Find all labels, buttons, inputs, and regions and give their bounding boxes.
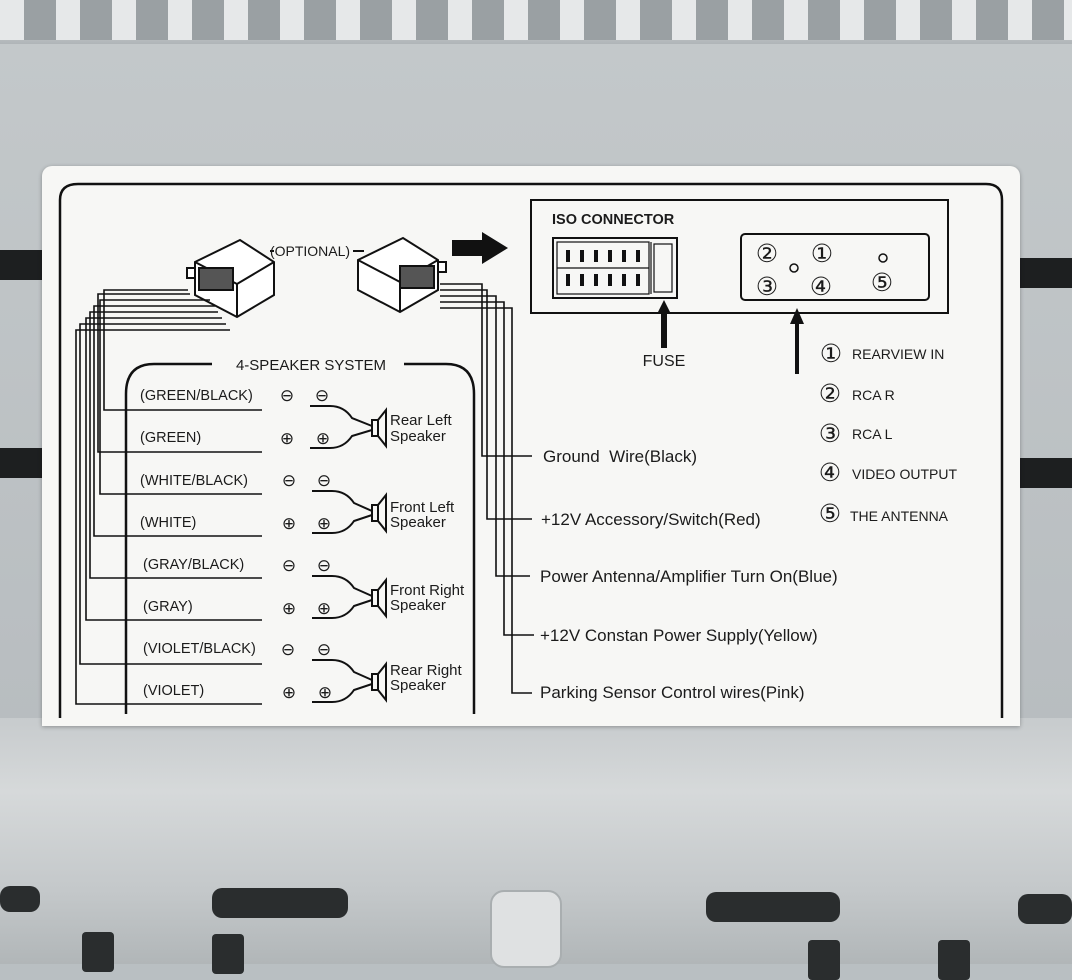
speaker-label: Speaker (390, 677, 446, 694)
chassis-bottom (0, 718, 1072, 980)
release-tab (490, 890, 562, 968)
positive-icon: ⊕ (282, 514, 296, 533)
wire-label: (GREEN/BLACK) (140, 388, 253, 404)
negative-icon: ⊖ (317, 640, 331, 659)
power-harness-wires (440, 283, 534, 694)
speaker-icon (371, 577, 387, 619)
rca-legend: ① REARVIEW IN ② RCA R ③ RCA L ④ VIDEO OU… (819, 340, 958, 528)
wire-label: (VIOLET/BLACK) (143, 641, 256, 657)
vent-slot (1020, 258, 1072, 288)
negative-icon: ⊖ (315, 386, 329, 405)
positive-icon: ⊕ (317, 599, 331, 618)
arrow-up-icon (657, 300, 671, 348)
rca-number: ① (811, 240, 833, 268)
iso-connector-label: ISO CONNECTOR (552, 212, 675, 228)
mount-hole (706, 892, 840, 922)
arrow-up-icon (790, 308, 804, 374)
positive-icon: ⊕ (316, 429, 330, 448)
speaker-harness-wires (75, 289, 262, 705)
speaker-icon (371, 492, 387, 534)
legend-label: RCA L (852, 426, 893, 442)
optional-label: (OPTIONAL) (270, 243, 350, 259)
legend-number: ④ (819, 459, 841, 487)
vent-slot (0, 250, 44, 280)
wire-label: (WHITE) (140, 515, 196, 531)
mount-hole (938, 940, 970, 980)
iso-pins (566, 250, 640, 286)
speaker-labels: Rear Left Speaker Front Left Speaker Fro… (390, 412, 465, 694)
power-wire-label: Power Antenna/Amplifier Turn On(Blue) (540, 567, 838, 586)
rca-number: ② (756, 240, 778, 268)
speaker-label: Front Left (390, 499, 455, 516)
rca-jack (878, 253, 888, 263)
optional-connector-left (186, 238, 275, 319)
rca-number: ④ (810, 273, 832, 301)
legend-label: REARVIEW IN (852, 346, 944, 362)
speaker-system-title: 4-SPEAKER SYSTEM (236, 357, 386, 374)
legend-number: ② (819, 380, 841, 408)
rca-number: ③ (756, 273, 778, 301)
speaker-label: Speaker (390, 514, 446, 531)
negative-icon: ⊖ (317, 556, 331, 575)
wire-label: (WHITE/BLACK) (140, 473, 248, 489)
negative-icon: ⊖ (317, 471, 331, 490)
legend-number: ③ (819, 420, 841, 448)
mount-hole (808, 940, 840, 980)
speaker-label: Rear Left (390, 412, 453, 429)
wiring-diagram: (OPTIONAL) 4-SPEAKER SYSTEM (GREEN/BLACK… (58, 182, 1004, 718)
legend-label: RCA R (852, 387, 895, 403)
heatsink-fins (0, 0, 1072, 40)
negative-icon: ⊖ (280, 386, 294, 405)
speaker-system-box (124, 362, 476, 714)
power-wire-labels: Ground Wire(Black) +12V Accessory/Switch… (540, 447, 838, 702)
optional-connector-right (357, 236, 447, 314)
positive-icon: ⊕ (317, 514, 331, 533)
positive-icon: ⊕ (318, 683, 332, 702)
wire-color-labels: (GREEN/BLACK) (GREEN) (WHITE/BLACK) (WHI… (140, 388, 256, 699)
rca-numbers: ② ① ③ ④ ⑤ (756, 240, 893, 301)
vent-slot (0, 448, 44, 478)
speaker-icons (310, 405, 387, 703)
positive-icon: ⊕ (282, 683, 296, 702)
power-wire-label: Ground Wire(Black) (543, 447, 697, 466)
positive-icon: ⊕ (282, 599, 296, 618)
speaker-label: Front Right (390, 582, 465, 599)
polarity-symbols: ⊖ ⊖ ⊕ ⊕ ⊖ ⊖ ⊕ ⊕ ⊖ ⊖ ⊕ ⊕ ⊖ ⊖ ⊕ ⊕ (280, 386, 332, 702)
negative-icon: ⊖ (282, 556, 296, 575)
wire-label: (VIOLET) (143, 683, 204, 699)
speaker-label: Rear Right (390, 662, 463, 679)
iso-connector-box (530, 199, 949, 314)
frame (58, 182, 1004, 718)
legend-label: VIDEO OUTPUT (852, 466, 957, 482)
wire-label: (GRAY) (143, 599, 193, 615)
speaker-icon (371, 661, 387, 703)
rca-jack (789, 263, 799, 273)
power-wire-label: Parking Sensor Control wires(Pink) (540, 683, 805, 702)
negative-icon: ⊖ (282, 471, 296, 490)
positive-icon: ⊕ (280, 429, 294, 448)
mount-hole (212, 888, 348, 918)
mount-hole (0, 886, 40, 912)
mount-hole (82, 932, 114, 972)
rca-number: ⑤ (871, 269, 893, 297)
iso-connector-plug (552, 237, 678, 299)
speaker-icon (371, 407, 387, 449)
negative-icon: ⊖ (281, 640, 295, 659)
arrow-right-icon (452, 232, 508, 264)
power-wire-label: +12V Accessory/Switch(Red) (541, 510, 761, 529)
legend-number: ① (820, 340, 842, 368)
wire-label: (GREEN) (140, 430, 201, 446)
mount-hole (1018, 894, 1072, 924)
legend-label: THE ANTENNA (850, 508, 949, 524)
wiring-label-sticker: (OPTIONAL) 4-SPEAKER SYSTEM (GREEN/BLACK… (42, 166, 1020, 726)
wire-label: (GRAY/BLACK) (143, 557, 244, 573)
legend-number: ⑤ (819, 500, 841, 528)
power-wire-label: +12V Constan Power Supply(Yellow) (540, 626, 818, 645)
fuse-label: FUSE (643, 353, 686, 370)
speaker-label: Speaker (390, 597, 446, 614)
rca-panel (740, 233, 930, 301)
speaker-label: Speaker (390, 428, 446, 445)
vent-slot (1020, 458, 1072, 488)
mount-hole (212, 934, 244, 974)
